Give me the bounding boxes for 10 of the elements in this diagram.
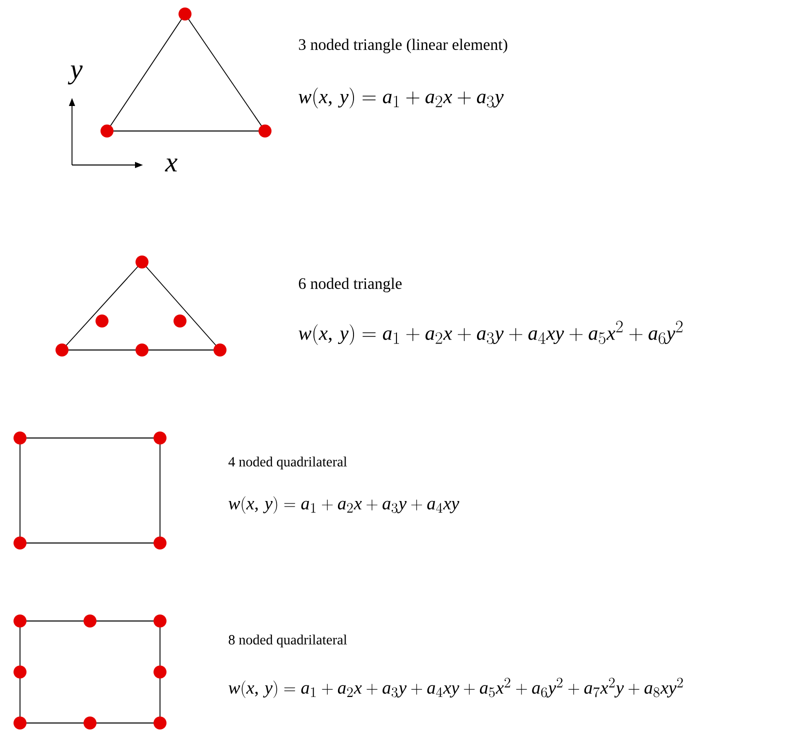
axis-label: $x$ <box>164 158 178 172</box>
shape-function: $w(x,\, y) = a_1 + a_2 x + a_3 y$ <box>298 88 504 108</box>
shape-function: $w(x,\, y) = a_1 + a_2 x + a_3 y + a_4 xy + a_5 x^2 + a_6 y^2$ <box>298 320 683 345</box>
axis-label: $y$ <box>68 66 83 84</box>
element-heading: 4 noded quadrilateral <box>228 456 347 470</box>
element-heading: 8 noded quadrilateral <box>228 634 347 648</box>
element-heading: 3 noded triangle (linear element) <box>298 38 508 54</box>
element-heading: 6 noded triangle <box>298 278 402 292</box>
shape-function: $w(x,\, y) = a_1 + a_2 x + a_3 y + a_4 xy + a_5 x^2 + a_6 y^2 + a_7 x^2 y + a_8 xy^2$ <box>228 678 683 698</box>
shape-function: $w(x,\, y) = a_1 + a_2 x + a_3 y + a_4 xy$ <box>228 496 460 514</box>
